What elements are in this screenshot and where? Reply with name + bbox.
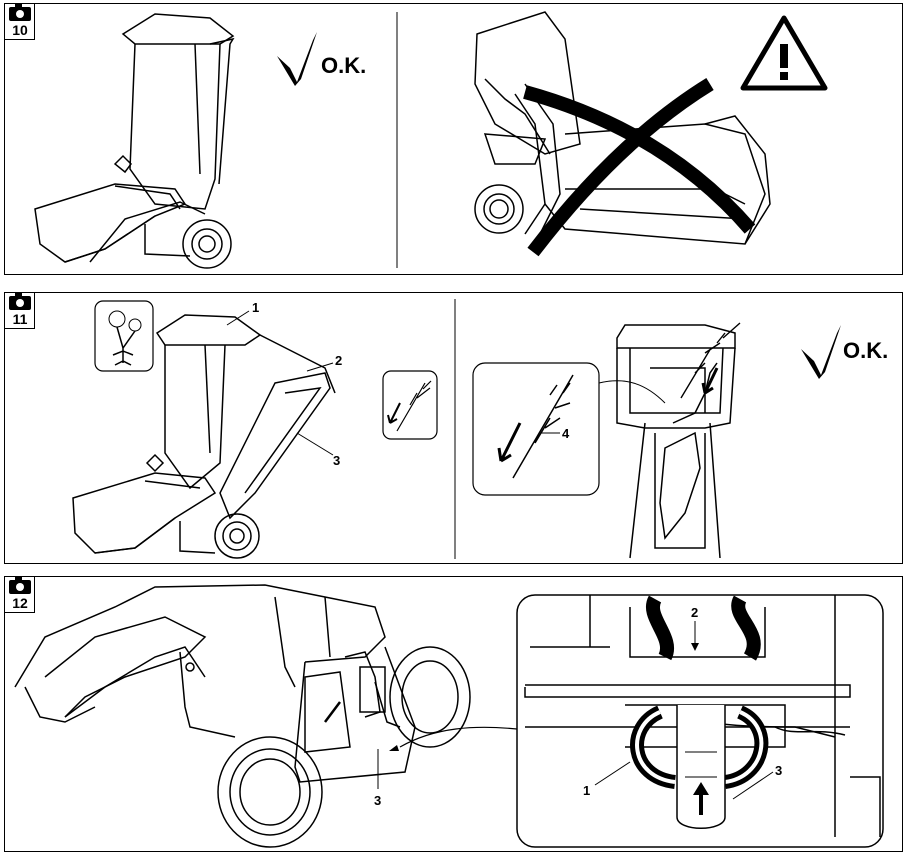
checkmark-icon <box>801 325 841 379</box>
ok-label: O.K. <box>321 53 366 78</box>
callout-3: 3 <box>333 453 340 468</box>
callout-1: 1 <box>252 300 259 315</box>
figure-12-drawing: 3 <box>14 584 884 848</box>
figure-10-drawing: O.K. <box>34 11 828 269</box>
camera-icon <box>9 4 31 21</box>
shredder-tilted-illustration <box>474 11 771 245</box>
figure-number: 11 <box>12 311 28 327</box>
shredder-upright-illustration <box>34 13 235 269</box>
callout-3-detail: 3 <box>775 763 782 778</box>
shredder-feed-illustration <box>72 314 336 559</box>
callout-2: 2 <box>335 353 342 368</box>
figure-12-panel: 12 3 <box>4 576 903 852</box>
figure-number-badge: 10 <box>5 4 35 40</box>
figure-number-badge: 12 <box>5 577 35 613</box>
figure-10-panel: 10 O.K. <box>4 3 903 275</box>
figure-11-panel: 11 <box>4 292 903 564</box>
figure-number: 12 <box>12 595 28 611</box>
callout-1-detail: 1 <box>583 783 590 798</box>
figure-11-drawing: 1 2 3 4 <box>72 299 888 559</box>
switch-detail-inset <box>516 594 884 848</box>
ok-label: O.K. <box>843 338 888 363</box>
callout-4: 4 <box>562 426 570 441</box>
callout-3-overview: 3 <box>374 793 381 808</box>
figure-number: 10 <box>12 22 28 38</box>
callout-2-detail: 2 <box>691 605 698 620</box>
warning-triangle-icon <box>740 15 828 91</box>
shredder-front-illustration <box>616 324 736 559</box>
branch-feed-icon <box>382 370 438 440</box>
shredder-rear-illustration <box>14 584 471 848</box>
branch-detail-inset <box>472 362 600 496</box>
cross-out-icon <box>523 78 756 257</box>
figure-number-badge: 11 <box>5 293 35 329</box>
camera-icon <box>9 293 31 310</box>
checkmark-icon <box>277 32 317 86</box>
plant-material-icon <box>94 300 154 372</box>
camera-icon <box>9 577 31 594</box>
